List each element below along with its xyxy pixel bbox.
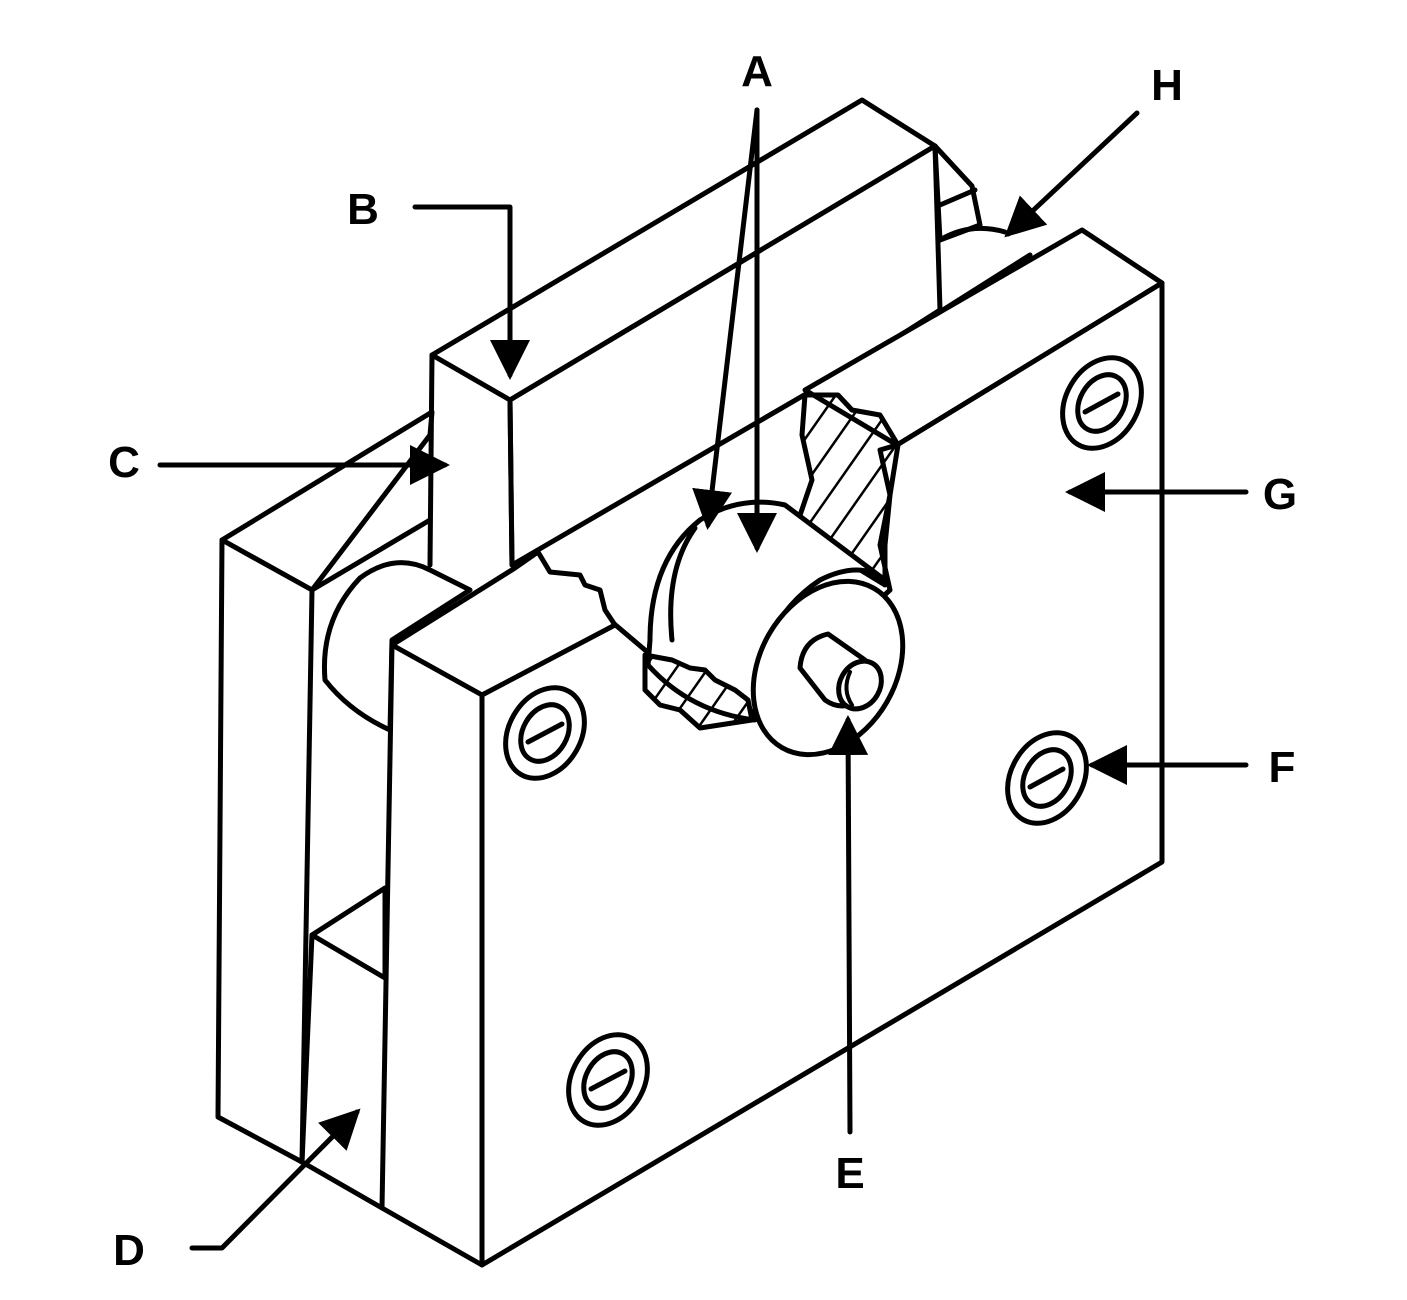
leader-d (189, 1108, 361, 1251)
upper-back-block (427, 97, 943, 568)
hatched-section-lower (642, 652, 755, 731)
screw-lower-left (566, 1032, 650, 1128)
leader-lines (157, 107, 1249, 1251)
left-hub (321, 560, 473, 733)
leader-b (412, 204, 530, 380)
center-strip (299, 885, 388, 1211)
label-d: D (113, 1226, 145, 1275)
label-h: H (1151, 61, 1183, 110)
label-g: G (1263, 470, 1297, 519)
screw-mid-right (1005, 730, 1089, 826)
leader-a-left (692, 107, 760, 530)
label-a: A (741, 47, 773, 96)
leader-e (828, 715, 869, 1135)
label-f: F (1269, 743, 1296, 792)
screw-upper-left (503, 685, 587, 781)
label-c: C (108, 438, 140, 487)
leader-h (1004, 110, 1140, 238)
screw-top-right (1060, 355, 1144, 451)
rear-notch (932, 143, 1008, 243)
label-b: B (347, 185, 379, 234)
front-left-block (379, 549, 618, 1268)
cylinder-shaft (645, 499, 906, 758)
label-e: E (835, 1149, 864, 1198)
